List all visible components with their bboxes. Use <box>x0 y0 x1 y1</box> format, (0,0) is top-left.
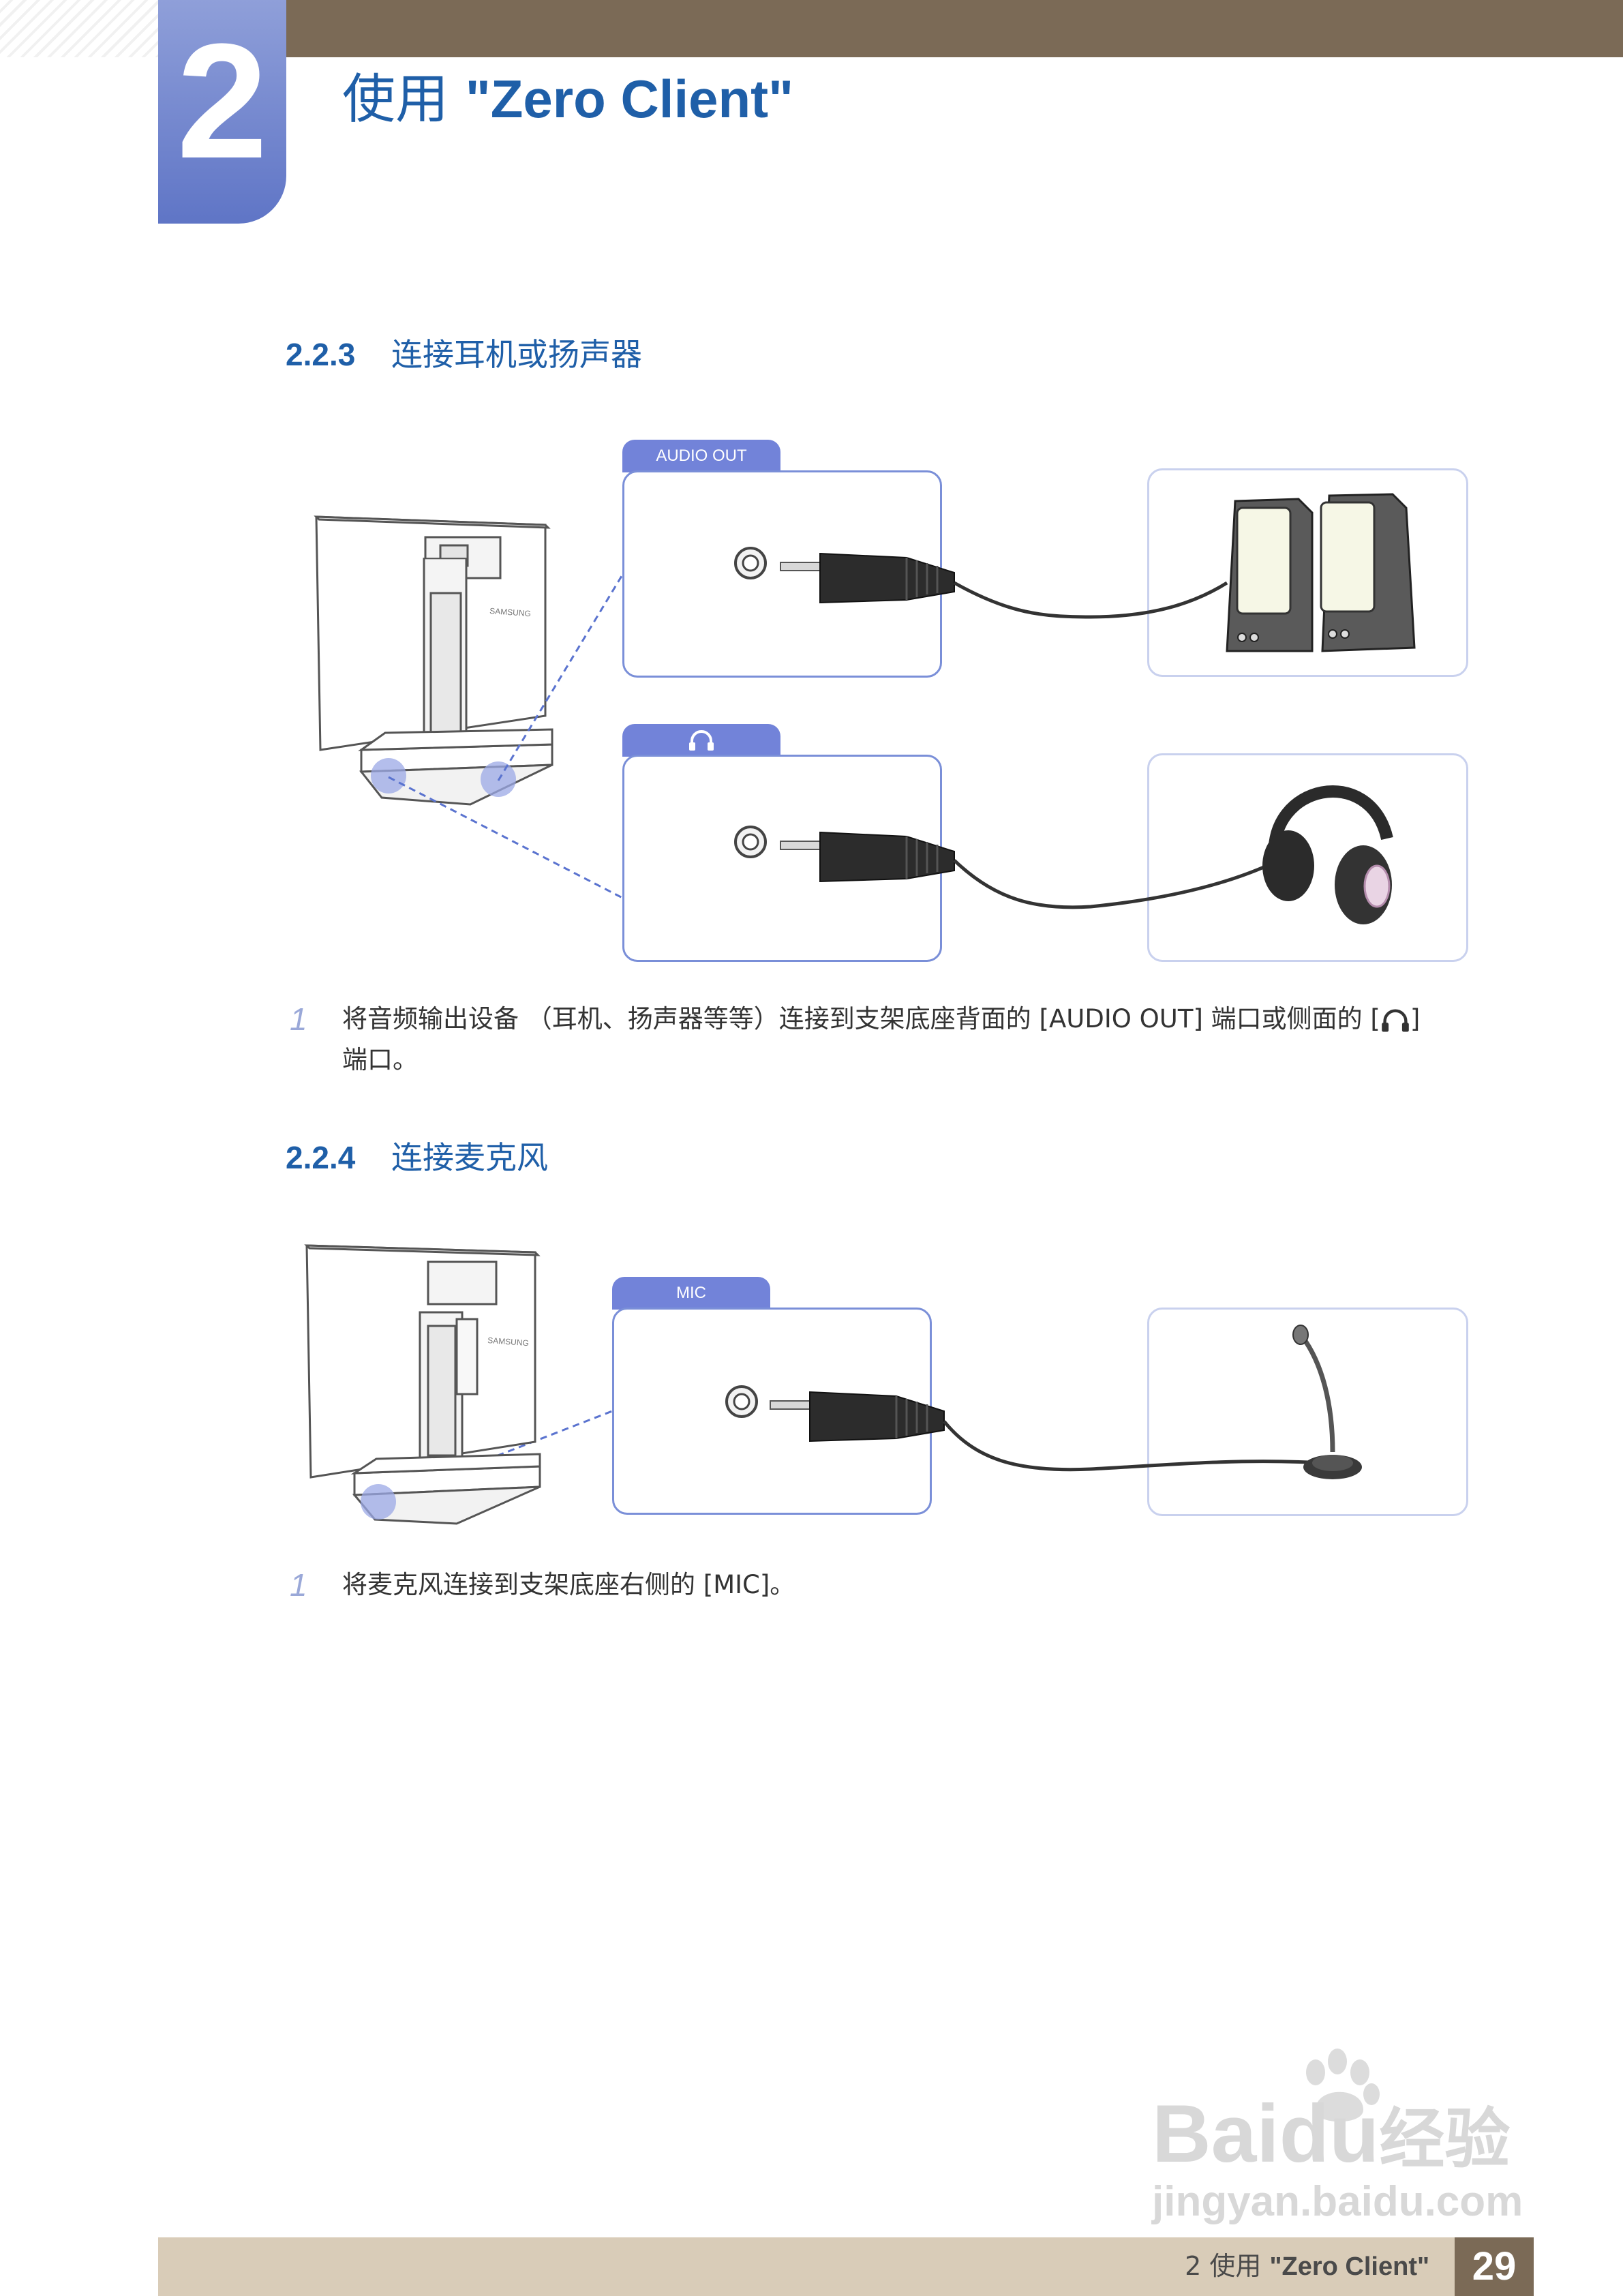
step-text: 将麦克风连接到支架底座右侧的 [MIC]。 <box>342 1570 795 1599</box>
monitor-with-stand <box>314 515 553 806</box>
section-title: 连接麦克风 <box>391 1139 548 1176</box>
watermark-brand: Baidu经验 <box>1152 2088 1511 2179</box>
section-heading-223: 2.2.3 连接耳机或扬声器 <box>286 334 642 375</box>
monitor-with-stand <box>304 1244 541 1525</box>
callout-line-headphone <box>388 776 624 900</box>
callout-line-mic <box>378 1410 613 1503</box>
chapter-title: 使用 "Zero Client" <box>342 69 794 130</box>
mic-cable <box>943 1420 1309 1472</box>
section-heading-224: 2.2.4 连接麦克风 <box>286 1137 548 1178</box>
mic-tab: MIC <box>612 1277 770 1310</box>
chapter-tab <box>158 0 286 224</box>
footer-bar <box>158 2237 1455 2296</box>
section-number: 2.2.3 <box>286 337 356 372</box>
section-title: 连接耳机或扬声器 <box>391 336 642 373</box>
audio-out-jack <box>734 547 767 579</box>
speakers-illustration <box>1226 493 1416 652</box>
section-number: 2.2.4 <box>286 1140 356 1175</box>
side-port-highlight <box>371 758 406 794</box>
audio-out-plug <box>780 552 955 604</box>
audio-out-tab: AUDIO OUT <box>622 440 780 472</box>
monitor-rear-illustration: SAMSUNG <box>314 515 553 806</box>
baidu-paw-logo <box>1306 2049 1380 2122</box>
monitor-brand-label: SAMSUNG <box>489 606 532 618</box>
watermark-url: jingyan.baidu.com <box>1152 2178 1523 2225</box>
mic-port-highlight <box>361 1484 396 1520</box>
microphone-illustration <box>1292 1325 1362 1479</box>
headphone-plug <box>780 831 955 883</box>
chapter-number: 2 <box>177 10 268 192</box>
monitor-rear-illustration-mic: SAMSUNG <box>304 1244 541 1525</box>
headphone-tab <box>622 724 780 757</box>
headphone-icon <box>1382 1009 1409 1031</box>
headphone-icon <box>689 730 714 751</box>
callout-line-audio-out <box>497 572 625 781</box>
audio-out-cable <box>953 581 1228 619</box>
page-number: 29 <box>1455 2237 1534 2296</box>
step-number: 1 <box>290 1567 307 1603</box>
headphones-illustration <box>1262 785 1393 924</box>
mic-plug <box>770 1391 945 1442</box>
headphone-jack <box>734 826 767 858</box>
header-hatch <box>0 0 158 57</box>
headphone-cable <box>953 857 1283 909</box>
step-text: 将音频输出设备 （耳机、扬声器等等）连接到支架底座背面的 [AUDIO OUT]… <box>342 1004 1421 1074</box>
footer-chapter: 2 使用 "Zero Client" <box>1185 2251 1429 2281</box>
step-number: 1 <box>290 1001 307 1037</box>
monitor-brand-label: SAMSUNG <box>487 1335 530 1348</box>
header-bar <box>286 0 1623 57</box>
mic-jack <box>725 1385 758 1418</box>
